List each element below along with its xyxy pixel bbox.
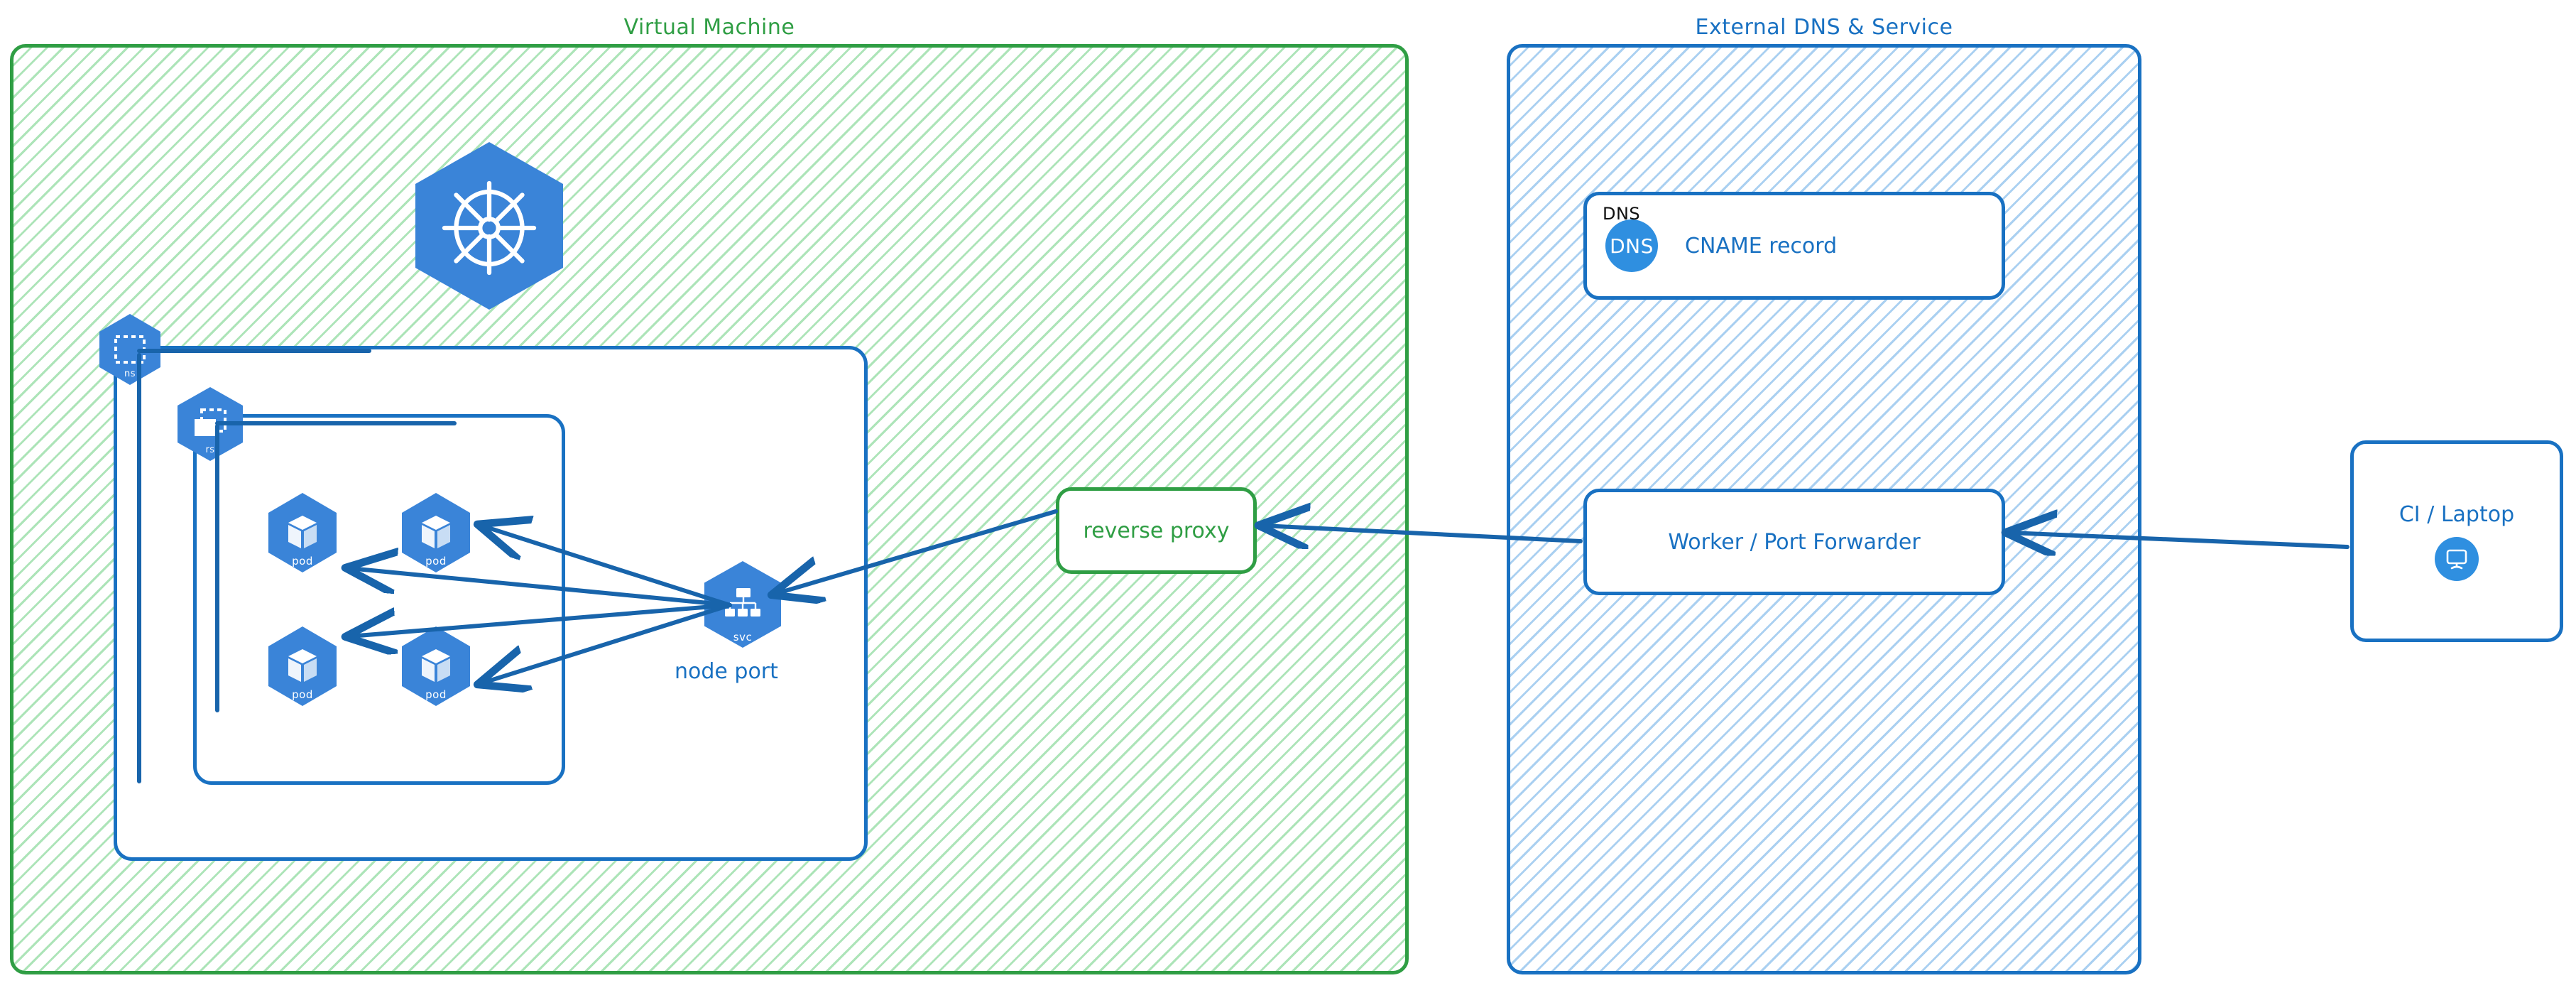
service-badge-caption: svc <box>733 630 753 643</box>
worker-port-forwarder-node[interactable]: Worker / Port Forwarder <box>1583 489 2005 595</box>
pod-badge-caption: pod <box>292 688 313 702</box>
reverse-proxy-label: reverse proxy <box>1083 518 1230 543</box>
pod-badge-4: pod <box>402 626 470 706</box>
group-virtual-machine-title: Virtual Machine <box>623 15 795 40</box>
namespace-icon <box>114 335 146 364</box>
replicaset-badge: rs <box>178 387 243 461</box>
kubernetes-wheel-glyph <box>442 180 537 276</box>
ci-laptop-node[interactable]: CI / Laptop <box>2350 440 2563 642</box>
dns-record-type-tag: DNS <box>1603 204 1641 224</box>
pod-icon <box>422 649 450 682</box>
pod-badge-2: pod <box>402 493 470 572</box>
monitor-glyph <box>2446 549 2467 569</box>
pod-badge-caption: pod <box>425 688 447 702</box>
pod-icon <box>422 516 450 548</box>
pod-badge-caption: pod <box>292 555 313 568</box>
dns-cname-record-label: CNAME record <box>1685 233 1838 259</box>
pod-badge-caption: pod <box>425 555 447 568</box>
kubernetes-wheel-icon <box>415 142 563 310</box>
namespace-badge: ns <box>99 314 160 385</box>
namespace-badge-caption: ns <box>124 369 136 379</box>
ci-laptop-label: CI / Laptop <box>2398 501 2515 527</box>
pod-badge-1: pod <box>268 493 337 572</box>
pod-badge-3: pod <box>268 626 337 706</box>
dns-icon-text: DNS <box>1610 234 1654 258</box>
pod-icon <box>288 516 317 548</box>
dns-icon: DNS <box>1605 219 1658 272</box>
service-icon <box>725 588 760 617</box>
dns-cname-record-node[interactable]: DNS DNS CNAME record <box>1583 192 2005 300</box>
group-external-dns-service-title: External DNS & Service <box>1695 15 1953 40</box>
replicaset-badge-caption: rs <box>205 444 215 455</box>
worker-port-forwarder-label: Worker / Port Forwarder <box>1668 529 1921 555</box>
reverse-proxy-node[interactable]: reverse proxy <box>1056 487 1257 574</box>
service-badge: svc <box>704 561 781 648</box>
replicaset-frame <box>193 414 565 785</box>
monitor-icon <box>2435 536 2479 581</box>
node-port-label: node port <box>675 659 778 684</box>
pod-icon <box>288 649 317 682</box>
replicaset-icon <box>195 408 227 436</box>
